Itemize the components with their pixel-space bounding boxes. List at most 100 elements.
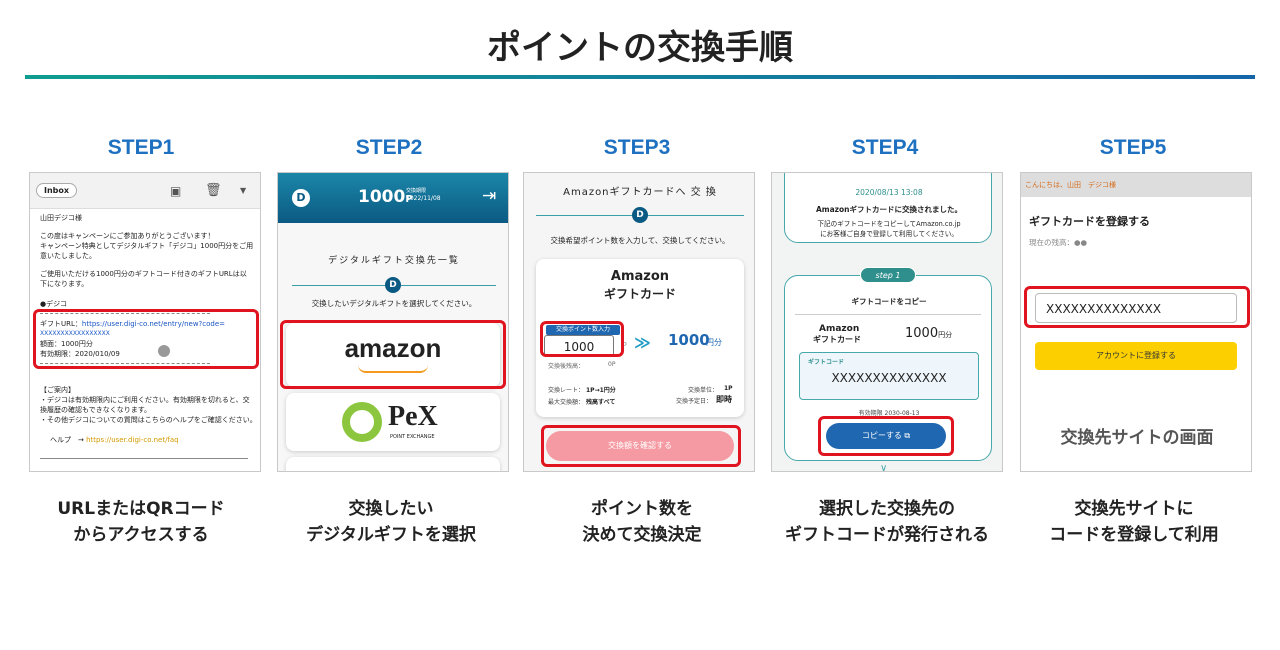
issued-screenshot: 2020/08/13 13:08 Amazonギフトカードに交換されました。 下… (771, 172, 1003, 472)
highlight-box (818, 416, 954, 456)
step-4-caption: 選択した交換先のギフトコードが発行される (762, 496, 1012, 548)
email-body-line3: 意いたしました。 (40, 252, 96, 260)
caption-line: からアクセスする (73, 525, 209, 545)
product-name: ギフトカード (603, 287, 676, 301)
email-body-line1: この度はキャンペーンにご参加ありがとうございます！ (40, 232, 215, 240)
step-4-label: STEP4 (851, 136, 919, 159)
caption-line: ポイント数を (591, 499, 693, 519)
caption-line: コードを登録して利用 (1049, 525, 1219, 545)
logout-icon[interactable]: ⇥ (482, 186, 497, 206)
guide-line2: 換履歴の確認もできなくなります。 (40, 406, 152, 414)
caption-line: 選択した交換先の (819, 499, 955, 519)
issued-notice: 2020/08/13 13:08 Amazonギフトカードに交換されました。 下… (784, 173, 992, 243)
email-recipient: 山田デジコ様 (40, 214, 82, 222)
guide-line3: ・その他デジコについての質問はこちらのヘルプをご確認ください。 (40, 416, 257, 424)
caption-line: ギフトコードが発行される (785, 525, 989, 545)
pex-option[interactable]: PeX POINT EXCHANGE (286, 393, 500, 451)
max-value: 残高すべて (586, 399, 616, 406)
highlight-box (33, 309, 259, 369)
step-badge: step 1 (860, 267, 916, 283)
amazon-smile-icon (358, 365, 428, 373)
gift-code[interactable]: XXXXXXXXXXXXXX (831, 371, 947, 385)
amount-unit: 円分 (938, 331, 953, 339)
divider (40, 313, 210, 314)
amazon-option[interactable]: amazon (286, 323, 500, 387)
points-balance: 1000 (358, 187, 406, 207)
pex-subtitle: POINT EXCHANGE (390, 434, 435, 440)
divider (795, 314, 981, 315)
email-toolbar: Inbox ▣ 🗑 ▼ (30, 173, 260, 209)
caption-line: URLまたはQRコード (57, 499, 225, 519)
pex-ring-icon (342, 402, 382, 442)
list-heading: デジタルギフト交換先一覧 (328, 256, 460, 266)
amazon-logo: amazon (344, 333, 442, 363)
register-button[interactable]: アカウントに登録する (1035, 342, 1237, 370)
max-label: 最大交換額： (548, 399, 585, 406)
confirm-button[interactable]: 交換額を確認する (546, 431, 734, 461)
input-label: 交換ポイント数入力 (546, 325, 620, 335)
chevron-down-icon[interactable]: ▼ (240, 186, 247, 195)
gift-code[interactable]: XXXXXXXXXXXXXXXXX (40, 330, 110, 337)
divider (40, 458, 248, 459)
gift-option-partial[interactable] (286, 457, 500, 471)
instruction: 交換したいデジタルギフトを選択してください。 (311, 299, 477, 308)
gift-url-label: ギフトURL： (40, 320, 82, 328)
exchange-heading: Amazonギフトカードへ 交 換 (563, 187, 717, 198)
rate-label: 交換レート： (548, 387, 585, 394)
gift-select-screenshot: D 1000P 交換期限 2022/11/08 ⇥ デジタルギフト交換先一覧 D… (277, 172, 509, 472)
step-5-label: STEP5 (1099, 136, 1167, 159)
points-unit: P (405, 194, 413, 205)
help-link[interactable]: https://user.digi-co.net/faq (86, 436, 179, 444)
step-2-label: STEP2 (355, 136, 423, 159)
balance-value: ●● (1074, 238, 1088, 247)
highlight-box (1024, 286, 1250, 328)
email-body-line5: 下になります。 (40, 280, 89, 288)
copy-button[interactable]: コピーする ⧉ (826, 423, 946, 449)
step-3-label: STEP3 (603, 136, 671, 159)
page-title: ポイントの交換手順 (487, 28, 793, 68)
schedule-value: 即時 (716, 395, 732, 404)
copy-heading: ギフトコードをコピー (851, 297, 927, 306)
logo-icon: D (292, 189, 310, 207)
divider (40, 363, 210, 364)
exchange-screenshot: Amazonギフトカードへ 交 換 D 交換希望ポイント数を入力して、交換してく… (523, 172, 755, 472)
email-body-line4: ご使用いただける1000円分のギフトコード付きのギフトURLは以 (40, 270, 247, 278)
gift-code-box[interactable]: ギフトコード XXXXXXXXXXXXXX (799, 352, 979, 400)
issued-note1: 下記のギフトコードをコピーしてAmazon.co.jp (817, 220, 961, 228)
caption-line: デジタルギフトを選択 (306, 525, 476, 545)
copy-button-label: コピーする (861, 431, 902, 440)
step-1-caption: URLまたはQRコードからアクセスする (16, 496, 266, 548)
gift-url-link[interactable]: https://user.digi-co.net/entry/new?code= (81, 320, 226, 328)
brand-name: Amazon (819, 324, 860, 334)
balance-label: 現在の残高： (1029, 238, 1074, 247)
points-input[interactable]: 1000 (544, 335, 614, 357)
site-caption: 交換先サイトの画面 (1060, 428, 1214, 448)
register-screenshot: こんにちは、山田 デジコ様 ギフトカードを登録する 現在の残高：●● XXXXX… (1020, 172, 1252, 472)
rate-value: 1P→1円分 (586, 387, 616, 394)
caption-line: 交換したい (348, 499, 434, 519)
step-2-caption: 交換したいデジタルギフトを選択 (266, 496, 516, 548)
code-expiry: 有効期限 2030-08-13 (858, 410, 920, 417)
archive-icon[interactable]: ▣ (170, 184, 182, 198)
arrow-icon: ≫ (634, 333, 651, 352)
divider-logo-icon: D (632, 207, 648, 223)
chevron-down-icon: ∨ (880, 463, 888, 472)
result-value: 1000 (668, 331, 710, 349)
product-name: ギフトカード (813, 335, 861, 344)
divider-logo-icon: D (385, 277, 401, 293)
trash-icon[interactable]: 🗑 (205, 183, 222, 198)
issued-note2: にお客様ご自身で登録して利用してください。 (820, 230, 958, 238)
app-header: D 1000P 交換期限 2022/11/08 ⇥ (278, 173, 508, 223)
balance-value: 0P (608, 361, 616, 368)
step-1-label: STEP1 (107, 136, 175, 159)
guide-line1: ・デジコは有効期限内にご利用ください。有効期限を切れると、交 (40, 396, 250, 404)
inbox-label[interactable]: Inbox (36, 183, 78, 198)
exchange-card: Amazon ギフトカード 交換ポイント数入力 1000 P ≫ 1000 円分… (536, 259, 744, 417)
issued-message: Amazonギフトカードに交換されました。 (815, 205, 963, 214)
balance-label: 交換後残高： (548, 363, 585, 370)
email-body-line2: キャンペーン特典としてデジタルギフト「デジコ」1000円分をご用 (40, 242, 254, 250)
highlight-box (541, 425, 741, 467)
issued-datetime: 2020/08/13 13:08 (855, 188, 923, 197)
expiry-date: 2022/11/08 (406, 195, 441, 202)
gift-code-input[interactable]: XXXXXXXXXXXXXX (1035, 293, 1237, 323)
